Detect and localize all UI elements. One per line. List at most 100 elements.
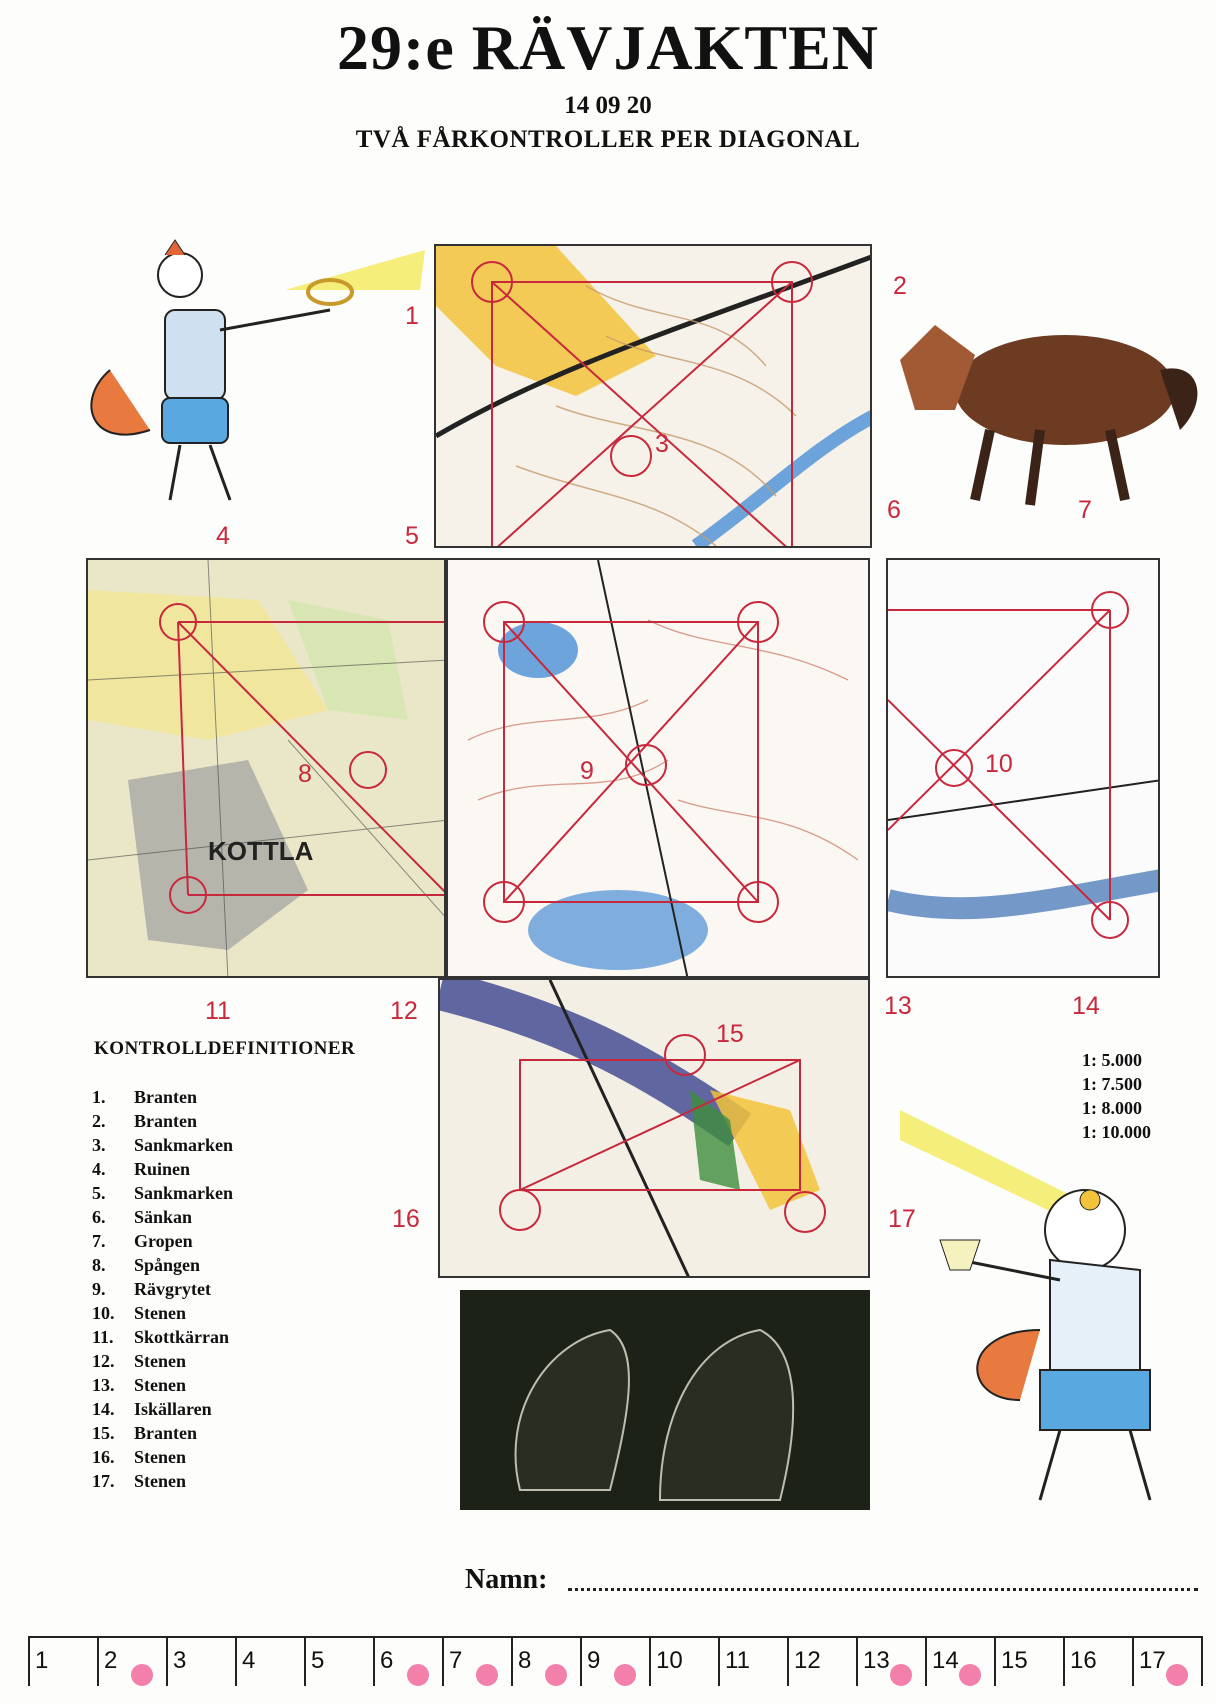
- punch-mark: [476, 1664, 498, 1686]
- punch-cell-13[interactable]: 13: [856, 1638, 925, 1686]
- fox-trumpet-illustration: [90, 239, 425, 501]
- scale-item: 1: 10.000: [1082, 1122, 1151, 1142]
- page-subtitle: TVÅ FÅRKONTROLLER PER DIAGONAL: [355, 126, 861, 153]
- definition-item: 2.Branten: [92, 1111, 197, 1131]
- punch-cell-label: 5: [311, 1647, 325, 1674]
- punch-cell-label: 6: [380, 1647, 394, 1674]
- name-label: Namn:: [465, 1564, 548, 1595]
- definition-item: 12.Stenen: [92, 1351, 187, 1371]
- punch-mark: [890, 1664, 912, 1686]
- punch-cell-label: 8: [518, 1647, 532, 1674]
- definitions-title: KONTROLLDEFINITIONER: [94, 1038, 356, 1059]
- control-number-11: 11: [205, 997, 231, 1025]
- punch-cell-12[interactable]: 12: [787, 1638, 856, 1686]
- scale-item: 1: 5.000: [1082, 1050, 1142, 1070]
- punch-cell-10[interactable]: 10: [649, 1638, 718, 1686]
- definition-item: 7.Gropen: [92, 1231, 193, 1251]
- map-panel-left: KOTTLA: [86, 558, 446, 978]
- fox-photo: [900, 325, 1198, 506]
- punch-cell-3[interactable]: 3: [166, 1638, 235, 1686]
- definition-item: 8.Spången: [92, 1255, 201, 1275]
- punch-cell-8[interactable]: 8: [511, 1638, 580, 1686]
- map-panel-center: [446, 558, 870, 978]
- punch-cell-17[interactable]: 17: [1132, 1638, 1201, 1686]
- punch-cell-label: 9: [587, 1647, 601, 1674]
- control-number-13: 13: [884, 992, 912, 1020]
- control-number-6: 6: [887, 496, 901, 524]
- punch-cell-11[interactable]: 11: [718, 1638, 787, 1686]
- punch-mark: [614, 1664, 636, 1686]
- control-number-14: 14: [1072, 992, 1100, 1020]
- punch-cell-label: 1: [35, 1647, 49, 1674]
- punch-cell-16[interactable]: 16: [1063, 1638, 1132, 1686]
- punch-mark: [545, 1664, 567, 1686]
- control-number-8: 8: [298, 760, 312, 788]
- map-label-kottla: KOTTLA: [208, 836, 314, 866]
- definition-item: 16.Stenen: [92, 1447, 187, 1467]
- definition-item: 15.Branten: [92, 1423, 197, 1443]
- control-number-15: 15: [716, 1020, 744, 1048]
- punch-cell-2[interactable]: 2: [97, 1638, 166, 1686]
- punch-mark: [131, 1664, 153, 1686]
- control-number-4: 4: [216, 522, 230, 550]
- definition-item: 17.Stenen: [92, 1471, 187, 1491]
- control-number-10: 10: [985, 750, 1013, 778]
- map-panel-top: [434, 244, 872, 548]
- punch-cell-label: 7: [449, 1647, 463, 1674]
- punch-cell-label: 12: [794, 1647, 821, 1674]
- definition-item: 10.Stenen: [92, 1303, 187, 1323]
- control-number-2: 2: [893, 272, 907, 300]
- punch-cell-label: 16: [1070, 1647, 1097, 1674]
- punch-strip-end: [1201, 1638, 1203, 1686]
- definition-item: 4.Ruinen: [92, 1159, 191, 1179]
- punch-mark: [959, 1664, 981, 1686]
- punch-cell-15[interactable]: 15: [994, 1638, 1063, 1686]
- punch-cell-label: 3: [173, 1647, 187, 1674]
- control-number-9: 9: [580, 757, 594, 785]
- punch-cell-5[interactable]: 5: [304, 1638, 373, 1686]
- punch-cell-label: 15: [1001, 1647, 1028, 1674]
- control-number-3: 3: [655, 430, 669, 458]
- punch-cell-label: 4: [242, 1647, 256, 1674]
- event-date: 14 09 20: [564, 92, 652, 119]
- scale-item: 1: 7.500: [1082, 1074, 1142, 1094]
- definition-item: 14.Iskällaren: [92, 1399, 212, 1419]
- definition-item: 11.Skottkärran: [92, 1327, 230, 1347]
- punch-cell-9[interactable]: 9: [580, 1638, 649, 1686]
- definition-item: 9.Rävgrytet: [92, 1279, 211, 1299]
- punch-cell-14[interactable]: 14: [925, 1638, 994, 1686]
- animal-photo: [460, 1290, 870, 1510]
- punch-cell-label: 11: [725, 1647, 750, 1674]
- punch-mark: [407, 1664, 429, 1686]
- punch-cell-4[interactable]: 4: [235, 1638, 304, 1686]
- map-panel-right: [886, 558, 1160, 978]
- punch-cell-label: 13: [863, 1647, 890, 1674]
- punch-cell-1[interactable]: 1: [28, 1638, 97, 1686]
- control-number-5: 5: [405, 522, 419, 550]
- name-input-line[interactable]: [568, 1588, 1198, 1591]
- definition-item: 3.Sankmarken: [92, 1135, 234, 1155]
- punch-cell-label: 17: [1139, 1647, 1166, 1674]
- punch-cell-label: 2: [104, 1647, 118, 1674]
- control-number-1: 1: [405, 302, 419, 330]
- map-scales: 1: 5.000 1: 7.500 1: 8.000 1: 10.000: [1082, 1048, 1151, 1144]
- punch-cell-7[interactable]: 7: [442, 1638, 511, 1686]
- punch-cell-label: 14: [932, 1647, 959, 1674]
- punch-mark: [1166, 1664, 1188, 1686]
- definition-item: 13.Stenen: [92, 1375, 187, 1395]
- control-number-17: 17: [888, 1205, 916, 1233]
- control-number-7: 7: [1078, 496, 1092, 524]
- fox-celebrating-illustration: [900, 1110, 1152, 1501]
- definition-item: 5.Sankmarken: [92, 1183, 234, 1203]
- definition-item: 1.Branten: [92, 1087, 197, 1107]
- definitions-list: 1.Branten 2.Branten 3.Sankmarken 4.Ruine…: [92, 1085, 233, 1493]
- page-title: 29:e RÄVJAKTEN: [337, 12, 879, 83]
- punch-cell-label: 10: [656, 1647, 683, 1674]
- control-number-12: 12: [390, 997, 418, 1025]
- scale-item: 1: 8.000: [1082, 1098, 1142, 1118]
- punch-cell-6[interactable]: 6: [373, 1638, 442, 1686]
- definition-item: 6.Sänkan: [92, 1207, 193, 1227]
- control-number-16: 16: [392, 1205, 420, 1233]
- map-panel-bottom: [438, 978, 870, 1278]
